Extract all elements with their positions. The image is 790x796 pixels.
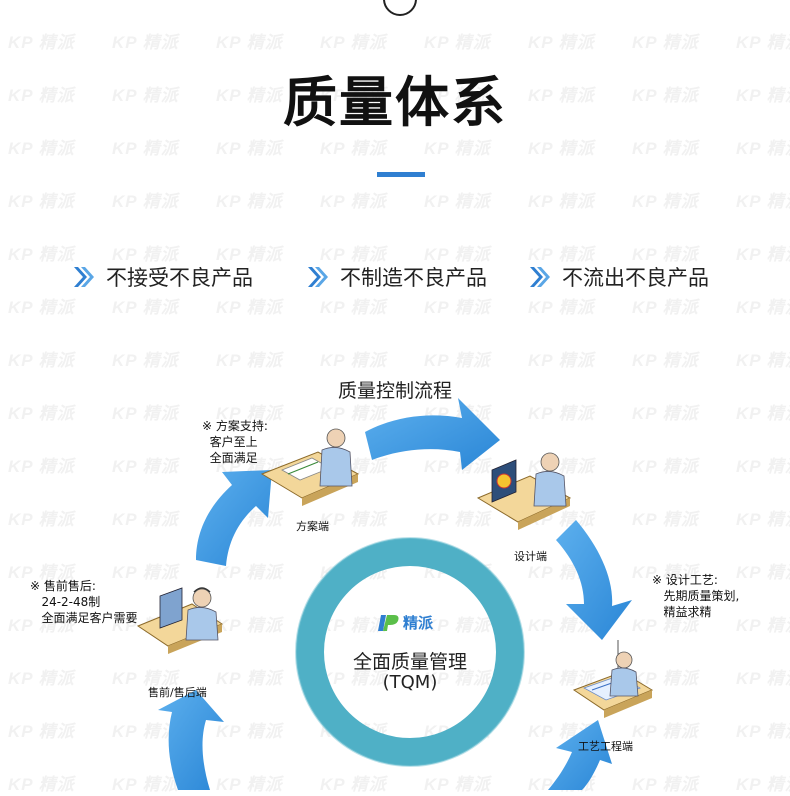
proposal-label: 方案端	[296, 520, 329, 533]
service-workstation-icon	[136, 587, 224, 654]
service-label: 售前/售后端	[148, 686, 207, 699]
title-underline	[377, 172, 425, 177]
brand-logo: 精派	[378, 612, 433, 633]
cycle-arrow-bottom-right	[548, 720, 612, 790]
design-workstation-icon	[476, 452, 572, 530]
principle-item-1: 不接受不良产品	[72, 262, 253, 292]
principle-item-3: 不流出不良产品	[528, 262, 709, 292]
proposal-workstation-icon	[260, 428, 360, 506]
double-chevron-right-icon	[308, 267, 328, 287]
process-workstation-icon	[572, 640, 654, 718]
service-note: ※ 售前售后: 24-2-48制 全面满足客户需要	[30, 579, 138, 625]
principle-label: 不制造不良产品	[340, 266, 487, 290]
process-label: 工艺工程端	[578, 740, 633, 753]
double-chevron-right-icon	[530, 267, 550, 287]
tqm-title: 全面质量管理	[352, 651, 467, 673]
cycle-arrow-right	[556, 520, 632, 640]
flow-title: 质量控制流程	[337, 380, 452, 402]
principle-label: 不接受不良产品	[106, 266, 253, 290]
tqm-ring-outer	[295, 537, 525, 767]
tqm-ring	[296, 538, 524, 766]
principle-label: 不流出不良产品	[562, 266, 709, 290]
brand-name: 精派	[403, 614, 434, 632]
principle-item-2: 不制造不良产品	[306, 262, 487, 292]
proposal-note: ※ 方案支持: 客户至上 全面满足	[202, 419, 268, 465]
cycle-arrow-left-upper	[196, 470, 272, 566]
double-chevron-right-icon	[74, 267, 94, 287]
cycle-arrow-left-lower	[158, 690, 224, 790]
design-label: 设计端	[514, 550, 547, 563]
process-note: ※ 设计工艺: 先期质量策划, 精益求精	[652, 573, 740, 619]
cycle-arrow-top	[365, 398, 500, 470]
page-title: 质量体系	[283, 71, 507, 134]
tqm-subtitle: (TQM)	[382, 672, 438, 693]
brand-logo-icon	[378, 614, 399, 631]
